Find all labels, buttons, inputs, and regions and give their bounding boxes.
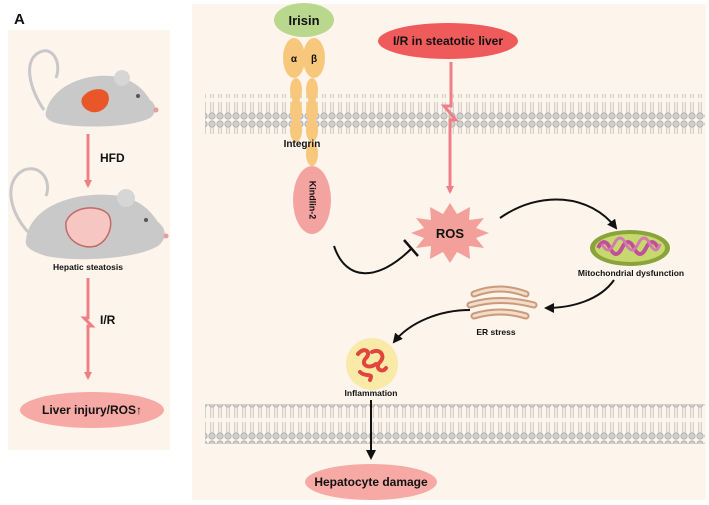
mito-label: Mitochondrial dysfunction [578,268,684,278]
stimulus-pill [378,23,518,59]
label-ir: I/R [100,313,116,327]
mouse-normal-icon [28,49,159,127]
stimulus-arrow [440,62,460,194]
integrin-alpha-label: α [291,54,298,65]
ros-burst [411,203,489,263]
arrow-ros-to-mito [499,198,618,230]
damage-pill [305,464,437,500]
inhibition-bar [403,239,419,257]
er-icon [466,285,538,320]
outcome-text: Liver injury/ROS↑ [42,403,142,417]
er-label: ER stress [476,327,515,337]
cell-membrane-bottom [205,404,705,444]
kindlin-2-node [293,166,331,234]
inflammation-icon [346,338,398,390]
irisin-ligand [274,3,334,37]
inhibition-curve [333,245,413,275]
outcome-pill [20,392,164,428]
label-hfd: HFD [100,151,125,165]
ros-label: ROS [436,226,465,241]
integrin-beta-label: β [311,54,317,65]
arrow-er-to-inflammation [392,309,471,344]
inflammation-label: Inflammation [345,388,398,398]
panel-a-label: A [14,11,25,28]
damage-label: Hepatocyte damage [314,475,428,489]
stimulus-label: I/R in steatotic liver [393,34,503,48]
arrow-ir-lightning [80,278,96,380]
arrow-mito-to-er [544,279,615,313]
label-hepatic-steatosis: Hepatic steatosis [53,262,123,272]
kindlin-2-label: Kindlin-2 [308,181,318,220]
integrin-receptor [283,38,325,166]
irisin-label: Irisin [288,13,319,28]
mouse-steatotic-icon [9,167,169,260]
integrin-label: Integrin [284,139,321,150]
cell-membrane-top [205,94,705,134]
mitochondrion-icon [590,230,670,266]
